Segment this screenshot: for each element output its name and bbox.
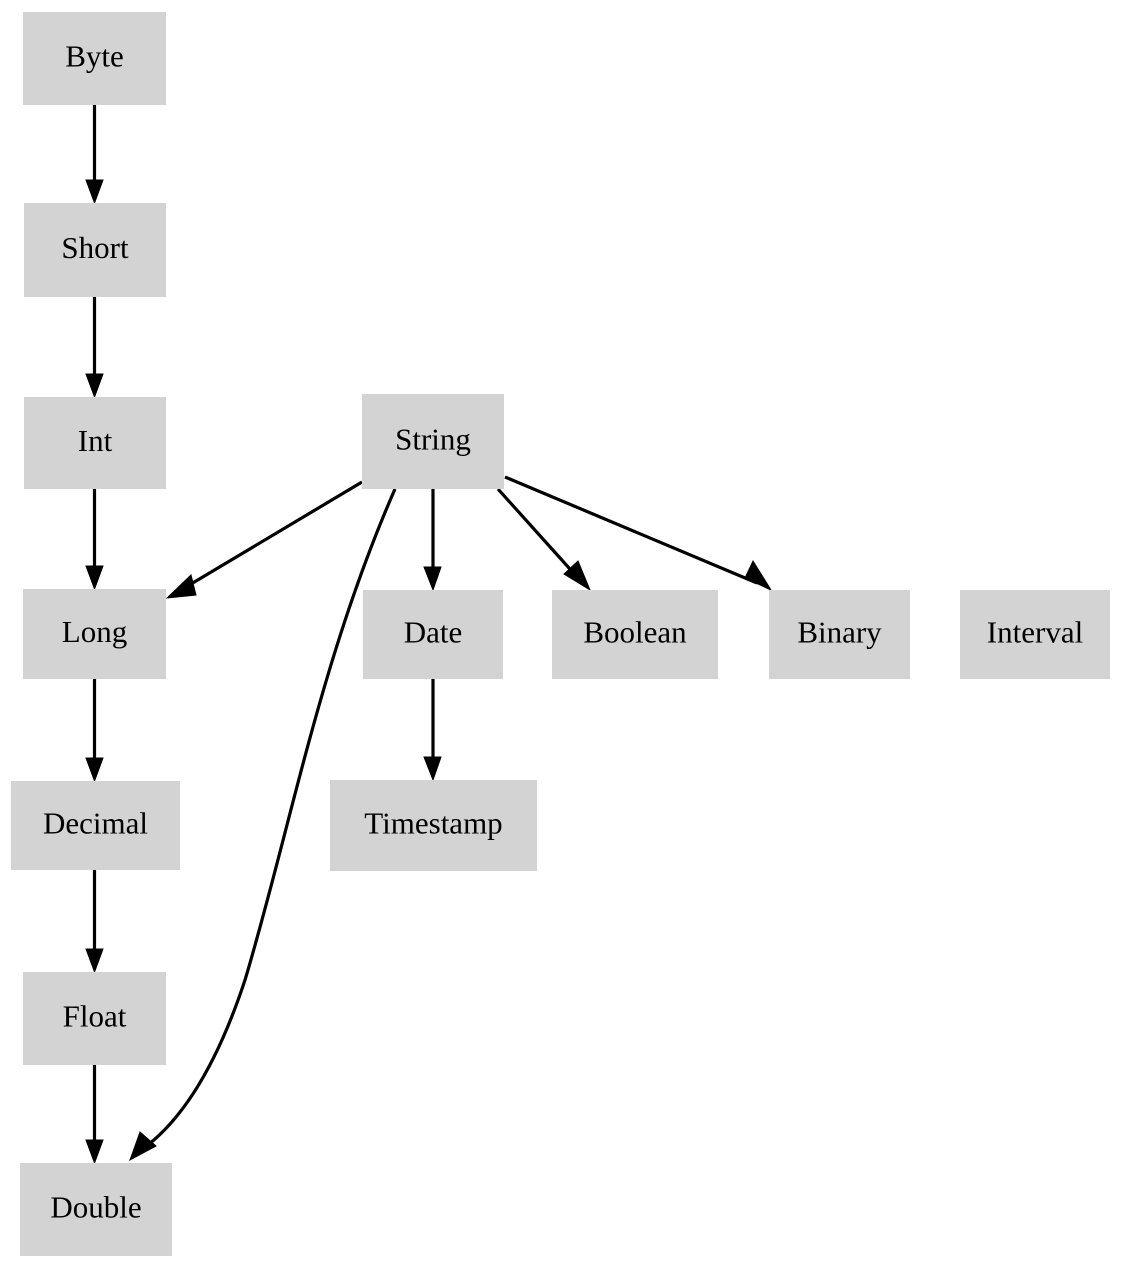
node-label: String [395,422,471,457]
node-label: Double [50,1190,141,1225]
node-label: Decimal [43,806,148,841]
node-box[interactable] [24,203,166,297]
node-label: Interval [987,615,1083,650]
node-float[interactable]: Float [23,972,166,1065]
node-box[interactable] [362,394,504,489]
node-label: Int [78,423,113,458]
arrowhead-icon [129,1131,157,1162]
node-label: Date [404,615,463,650]
edge-line [185,480,363,589]
node-timestamp[interactable]: Timestamp [330,780,537,871]
arrowhead-icon [85,757,104,783]
node-box[interactable] [769,590,910,679]
node-decimal[interactable]: Decimal [11,781,180,870]
node-label: Short [61,230,129,265]
node-label: Byte [65,39,124,74]
edge-string-to-binary [504,475,773,592]
node-box[interactable] [960,590,1110,679]
node-box[interactable] [23,972,166,1065]
edge-string-to-long [165,480,363,599]
arrowhead-icon [744,559,773,592]
node-short[interactable]: Short [24,203,166,297]
node-int[interactable]: Int [24,397,166,489]
node-byte[interactable]: Byte [23,12,166,105]
node-label: Timestamp [364,806,502,841]
node-boolean[interactable]: Boolean [552,590,718,679]
edge-float-to-double [85,1065,104,1165]
node-label: Long [62,614,127,649]
edge-string-to-double [129,488,397,1162]
edge-long-to-decimal [85,679,104,783]
edge-decimal-to-float [85,870,104,974]
node-label: Binary [797,615,882,650]
edge-date-to-timestamp [423,679,442,782]
edge-int-to-long [85,489,104,591]
arrowhead-icon [85,1139,104,1165]
arrowhead-icon [423,756,442,782]
edges-layer [85,105,773,1165]
edge-short-to-int [85,297,104,399]
node-label: Float [63,999,127,1034]
arrowhead-icon [85,565,104,591]
node-box[interactable] [552,590,718,679]
edge-string-to-date [423,489,442,592]
arrowhead-icon [85,373,104,399]
arrowhead-icon [85,179,104,205]
edge-line [143,488,397,1150]
node-box[interactable] [11,781,180,870]
node-date[interactable]: Date [363,590,503,679]
node-box[interactable] [20,1163,172,1256]
node-box[interactable] [330,780,537,871]
edge-line [496,487,580,580]
node-double[interactable]: Double [20,1163,172,1256]
node-box[interactable] [23,12,166,105]
node-interval[interactable]: Interval [960,590,1110,679]
node-box[interactable] [23,589,166,679]
node-string[interactable]: String [362,394,504,489]
node-box[interactable] [24,397,166,489]
edge-string-to-boolean [496,487,592,592]
edge-byte-to-short [85,105,104,205]
arrowhead-icon [85,948,104,974]
node-binary[interactable]: Binary [769,590,910,679]
node-label: Boolean [583,615,687,650]
arrowhead-icon [165,574,197,599]
arrowhead-icon [423,566,442,592]
edge-line [504,475,758,585]
node-box[interactable] [363,590,503,679]
node-long[interactable]: Long [23,589,166,679]
arrowhead-icon [563,560,592,592]
